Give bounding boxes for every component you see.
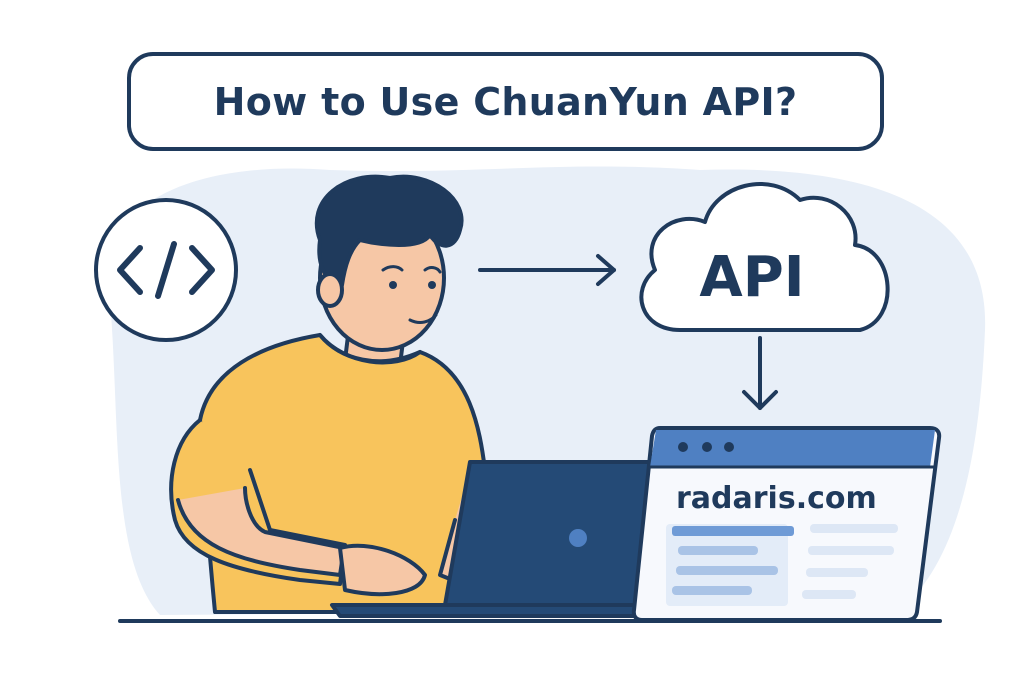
- code-brackets-icon: [94, 198, 238, 342]
- arrow-right-icon: [478, 254, 616, 286]
- browser-domain: radaris.com: [676, 481, 877, 516]
- title-banner: How to Use ChuanYun API?: [127, 52, 884, 151]
- arrow-down-icon: [742, 336, 778, 410]
- page-title: How to Use ChuanYun API?: [213, 79, 798, 124]
- browser-window: [631, 426, 942, 622]
- cloud-icon: [639, 182, 890, 332]
- cloud-label: API: [699, 245, 804, 310]
- laptop: [330, 460, 657, 618]
